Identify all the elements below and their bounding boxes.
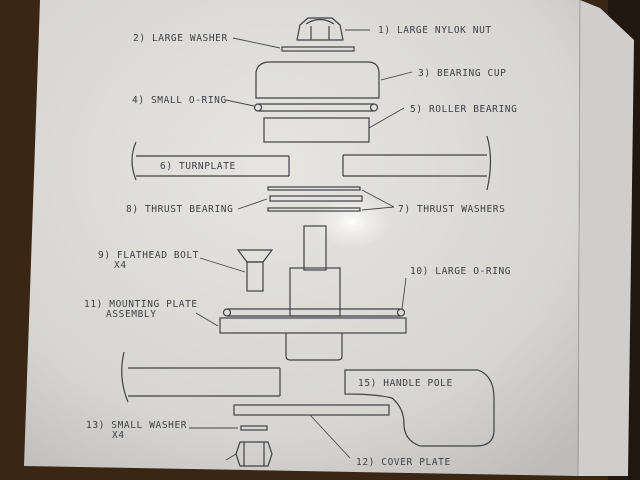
thrust-washer-top xyxy=(267,186,361,191)
page-curl-edge xyxy=(577,0,581,477)
cover-plate xyxy=(233,404,390,416)
roller-bearing xyxy=(263,117,370,143)
flash-glare xyxy=(312,196,392,248)
leader-10 xyxy=(401,277,407,310)
label-flathead-bolt-qty: X4 xyxy=(114,260,127,271)
paper-sheet xyxy=(24,0,580,476)
label-cover-plate: 12) COVER PLATE xyxy=(356,457,451,468)
thrust-washer-bottom xyxy=(267,207,361,212)
small-o-ring xyxy=(253,103,379,112)
label-handle-pole: 15) HANDLE POLE xyxy=(358,378,453,389)
label-roller-bearing: 5) ROLLER BEARING xyxy=(410,104,517,115)
label-large-o-ring: 10) LARGE O-RING xyxy=(410,266,511,277)
label-turnplate: 6) TURNPLATE xyxy=(160,161,236,172)
handle-pole xyxy=(344,369,495,447)
label-small-washer-qty: X4 xyxy=(112,430,125,441)
large-washer xyxy=(281,46,355,52)
leader-13-nut xyxy=(225,453,237,461)
leader-8 xyxy=(237,198,268,210)
leader-2 xyxy=(232,37,281,49)
label-thrust-washers: 7) THRUST WASHERS xyxy=(398,204,505,215)
label-thrust-bearing: 8) THRUST BEARING xyxy=(126,204,233,215)
thrust-bearing xyxy=(269,195,363,202)
leader-12 xyxy=(309,414,351,459)
leader-11 xyxy=(195,312,219,327)
small-nut xyxy=(235,441,273,467)
label-mounting-plate-assembly: ASSEMBLY xyxy=(106,309,157,320)
leader-5 xyxy=(368,107,405,129)
leader-7 xyxy=(361,189,395,211)
lower-turnplate xyxy=(121,351,281,403)
bearing-cup xyxy=(255,61,380,99)
label-small-washer: 13) SMALL WASHER xyxy=(86,420,187,431)
flathead-bolt xyxy=(236,249,274,292)
label-mounting-plate: 11) MOUNTING PLATE xyxy=(84,299,198,310)
label-small-o-ring: 4) SMALL O-RING xyxy=(132,95,227,106)
large-o-ring xyxy=(222,308,406,317)
label-bearing-cup: 3) BEARING CUP xyxy=(418,68,506,79)
large-nylok-nut xyxy=(296,17,344,41)
label-large-nylok-nut: 1) LARGE NYLOK NUT xyxy=(378,25,492,36)
page-curl xyxy=(578,0,634,476)
label-flathead-bolt: 9) FLATHEAD BOLT xyxy=(98,250,199,261)
label-large-washer: 2) LARGE WASHER xyxy=(133,33,228,44)
small-washer xyxy=(240,425,268,431)
leader-4 xyxy=(225,99,255,107)
leader-9 xyxy=(199,257,246,273)
leader-3 xyxy=(380,71,413,81)
turnplate xyxy=(131,135,492,191)
